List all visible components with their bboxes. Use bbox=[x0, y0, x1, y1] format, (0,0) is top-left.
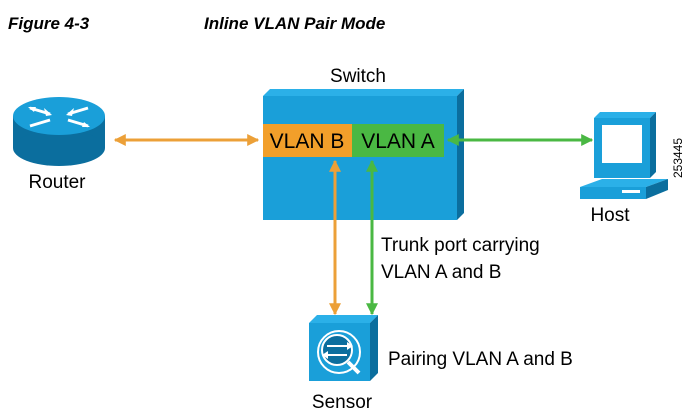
host-label: Host bbox=[590, 205, 630, 226]
vlan-b-label: VLAN B bbox=[270, 130, 345, 153]
host-icon bbox=[580, 112, 668, 199]
router-icon bbox=[13, 97, 105, 166]
router-label: Router bbox=[28, 172, 86, 193]
vlan-a-box bbox=[352, 124, 444, 157]
switch-label: Switch bbox=[330, 66, 386, 87]
sensor-label: Sensor bbox=[312, 392, 373, 413]
pairing-label: Pairing VLAN A and B bbox=[388, 349, 573, 370]
switch-icon bbox=[263, 89, 464, 220]
vlan-b-box bbox=[263, 124, 352, 157]
trunk-label-line1: Trunk port carrying bbox=[381, 235, 540, 256]
figure-number: Figure 4-3 bbox=[8, 14, 90, 33]
figure-id-label: 253445 bbox=[671, 138, 685, 178]
sensor-icon bbox=[309, 315, 378, 381]
vlan-a-label: VLAN A bbox=[361, 130, 435, 153]
figure-title: Inline VLAN Pair Mode bbox=[204, 14, 386, 33]
trunk-label-line2: VLAN A and B bbox=[381, 262, 501, 283]
